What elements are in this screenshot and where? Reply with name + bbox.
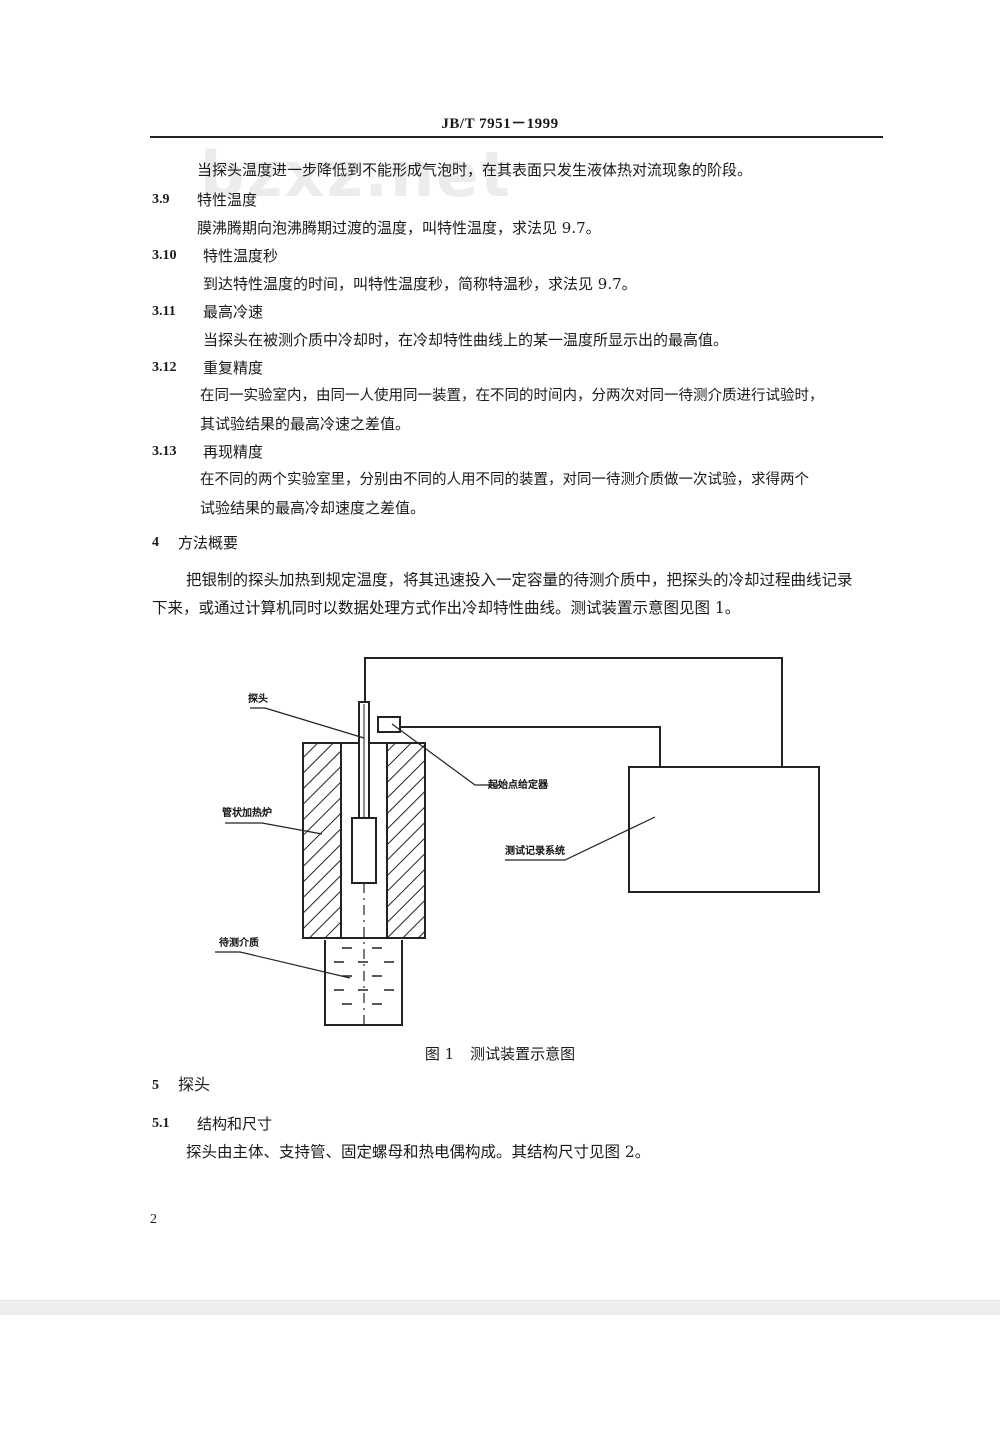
section-title: 重复精度 — [203, 359, 264, 377]
furnace-label: 管状加热炉 — [222, 806, 272, 819]
page-number: 2 — [150, 1212, 157, 1227]
figure-number: 图 1 — [424, 1045, 455, 1063]
section-number: 3.11 — [152, 304, 176, 319]
section-title: 方法概要 — [178, 534, 239, 552]
section-number: 4 — [152, 535, 159, 550]
start-point-label: 起始点给定器 — [487, 778, 549, 791]
section-text: 到达特性温度的时间，叫特性温度秒，简称特温秒，求法见 9.7。 — [203, 275, 637, 293]
section-text: 在不同的两个实验室里，分别由不同的人用不同的装置，对同一待测介质做一次试验，求得… — [200, 472, 809, 488]
figure-title: 测试装置示意图 — [470, 1045, 576, 1063]
section-text: 在同一实验室内，由同一人使用同一装置，在不同的时间内，分两次对同一待测介质进行试… — [200, 388, 824, 404]
section-text: 下来，或通过计算机同时以数据处理方式作出冷却特性曲线。测试装置示意图见图 1。 — [152, 599, 741, 617]
section-text: 试验结果的最高冷却速度之差值。 — [200, 499, 426, 517]
medium-label: 待测介质 — [219, 936, 259, 949]
liquid-marks — [334, 947, 394, 1005]
section-text: 把银制的探头加热到规定温度，将其迅速投入一定容量的待测介质中，把探头的冷却过程曲… — [186, 571, 853, 589]
section-text: 膜沸腾期向泡沸腾期过渡的温度，叫特性温度，求法见 9.7。 — [197, 219, 601, 237]
recorder-label: 测试记录系统 — [505, 844, 565, 857]
recorder-leader — [505, 816, 656, 861]
medium-leader — [215, 951, 351, 979]
section-title: 特性温度 — [197, 191, 258, 209]
beaker — [324, 940, 403, 1026]
intro-line: 当探头温度进一步降低到不能形成气泡时，在其表面只发生液体热对流现象的阶段。 — [197, 161, 753, 179]
furnace-wall-right — [386, 742, 426, 939]
section-text: 探头由主体、支持管、固定螺母和热电偶构成。其结构尺寸见图 2。 — [186, 1143, 651, 1161]
section-number: 3.10 — [152, 248, 177, 263]
section-title: 最高冷速 — [203, 303, 264, 321]
probe-wire — [364, 657, 783, 767]
recorder-box — [628, 766, 820, 893]
section-title: 探头 — [178, 1075, 211, 1094]
start-point-leader — [391, 723, 500, 786]
probe-label: 探头 — [248, 692, 268, 705]
section-number: 3.12 — [152, 360, 177, 375]
start-point-wire — [400, 726, 661, 767]
figure-caption: 图 1 测试装置示意图 — [0, 1043, 1000, 1064]
test-apparatus-diagram: 探头 管状加热炉 起始点给定器 测试记录系统 待测介质 — [215, 657, 820, 1026]
watermark: bzxz.net — [200, 138, 512, 211]
header-rule — [150, 136, 883, 138]
section-title: 再现精度 — [203, 443, 264, 461]
viewer-bottom-band — [0, 1300, 1000, 1315]
start-point-device — [377, 716, 401, 733]
section-number: 5.1 — [152, 1116, 170, 1131]
section-title: 结构和尺寸 — [197, 1115, 273, 1133]
section-text: 其试验结果的最高冷速之差值。 — [200, 415, 411, 433]
probe-leader — [250, 707, 365, 739]
furnace-leader — [225, 822, 323, 835]
furnace-wall-left — [302, 742, 342, 939]
section-text: 当探头在被测介质中冷却时，在冷却特性曲线上的某一温度所显示出的最高值。 — [203, 331, 729, 349]
section-title: 特性温度秒 — [203, 247, 279, 265]
section-number: 5 — [152, 1078, 159, 1093]
document-page: JB/T 7951－1999 bzxz.net 当探头温度进一步降低到不能形成气… — [0, 116, 1000, 1227]
section-number: 3.13 — [152, 444, 177, 459]
probe-body — [351, 817, 377, 884]
section-number: 3.9 — [152, 192, 170, 207]
page-header: JB/T 7951－1999 — [441, 116, 559, 132]
